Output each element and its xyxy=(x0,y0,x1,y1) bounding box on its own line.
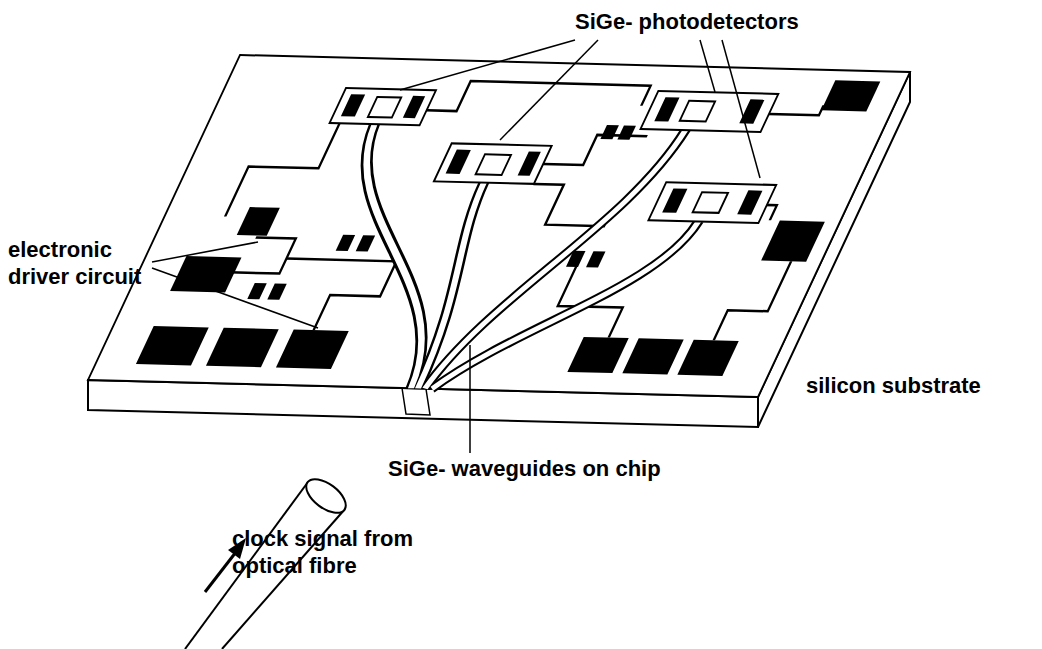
part-label: clock signal from optical fibre xyxy=(232,525,462,579)
part-label: silicon substrate xyxy=(806,372,1036,399)
part-label: SiGe- waveguides on chip xyxy=(388,455,718,482)
part-label: SiGe- photodetectors xyxy=(575,8,1035,35)
part-label: electronic driver circuit xyxy=(8,236,168,290)
